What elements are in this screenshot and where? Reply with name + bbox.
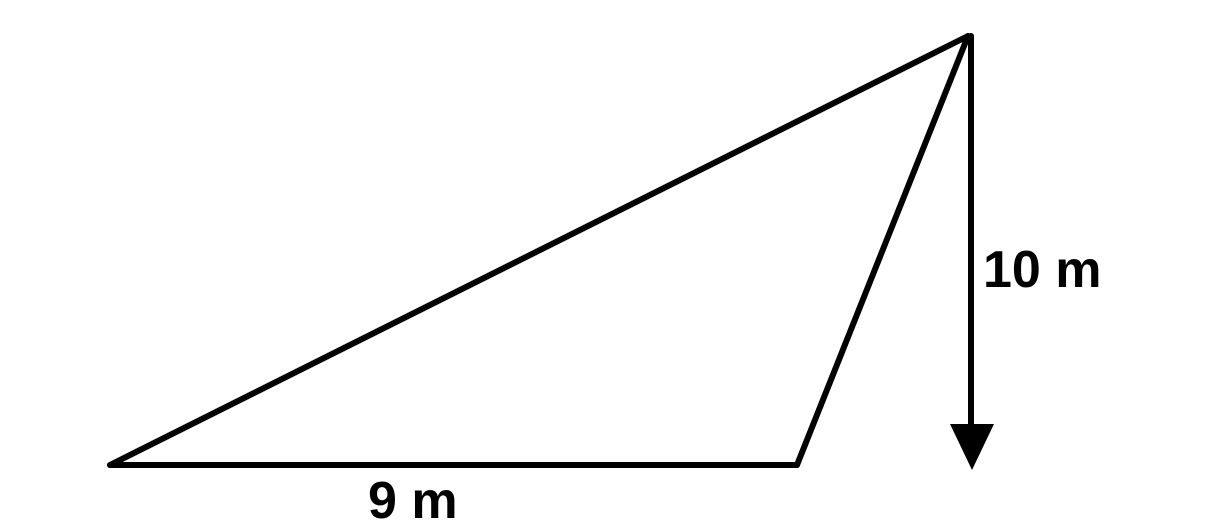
height-arrowhead — [950, 424, 994, 470]
height-arrow — [950, 33, 994, 470]
height-label: 10 m — [983, 241, 1102, 299]
triangle — [107, 33, 971, 468]
base-label: 9 m — [368, 472, 458, 529]
triangle-short-edge — [794, 33, 971, 468]
triangle-long-edge — [107, 33, 971, 468]
